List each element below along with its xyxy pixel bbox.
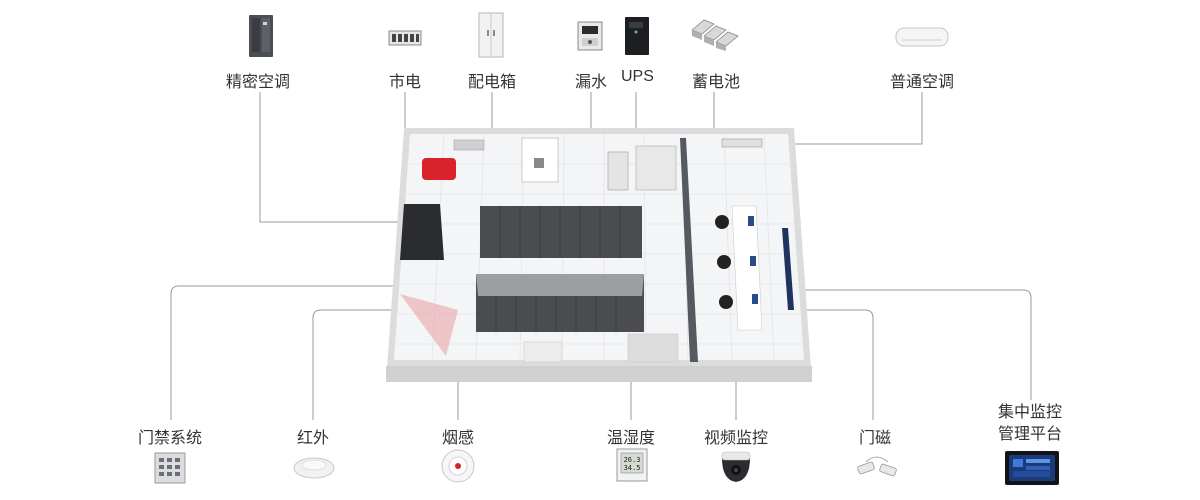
- monitor-screen-icon: [1005, 451, 1059, 485]
- rack-row-1: [480, 206, 642, 258]
- label-precision-ac: 精密空调: [226, 74, 291, 91]
- room-precision-ac: [400, 204, 444, 260]
- label-battery: 蓄电池: [692, 74, 741, 91]
- server-room-3d-view: [386, 128, 812, 382]
- label-ups: UPS: [621, 68, 654, 85]
- water-leak-detector-icon: [577, 21, 603, 51]
- label-platform-line1: 集中监控: [998, 404, 1063, 421]
- label-water-leak: 漏水: [575, 74, 608, 91]
- precision-air-conditioner-icon: [249, 15, 273, 57]
- fire-extinguisher-unit: [422, 158, 456, 180]
- infrared-coverage: [400, 294, 458, 356]
- line-general-ac: [762, 92, 923, 145]
- keypad-icon: [154, 452, 186, 484]
- humidity-reading: 34.5: [624, 464, 641, 472]
- line-platform: [796, 289, 1032, 400]
- dome-camera-icon: [721, 451, 751, 482]
- room-battery-rack: [635, 145, 677, 191]
- label-infrared: 红外: [297, 430, 330, 447]
- distribution-box-icon: [478, 12, 504, 58]
- label-platform-line2: 管理平台: [998, 426, 1063, 443]
- line-infrared: [312, 309, 432, 420]
- door-magnet-icon: [857, 456, 897, 477]
- wall-screen: [782, 228, 794, 310]
- ups-icon: [625, 17, 649, 55]
- label-access-control: 门禁系统: [138, 430, 203, 447]
- smoke-detector-icon: [441, 449, 475, 483]
- thermo-hygrometer-icon: 26.3 34.5: [616, 448, 648, 482]
- battery-icon: [691, 19, 739, 51]
- line-door-magnet: [718, 309, 874, 420]
- line-access-control: [170, 285, 398, 420]
- label-mains: 市电: [389, 74, 422, 91]
- label-distribution-box: 配电箱: [468, 74, 517, 91]
- label-smoke: 烟感: [442, 430, 475, 447]
- partition-wall: [680, 138, 698, 362]
- power-meter-icon: [388, 30, 422, 46]
- infrared-sensor-icon: [293, 457, 335, 479]
- label-platform: 集中监控 管理平台: [998, 402, 1062, 446]
- label-temp-humidity: 温湿度: [607, 430, 656, 447]
- label-video: 视频监控: [704, 430, 769, 447]
- temperature-reading: 26.3: [624, 456, 641, 464]
- line-precision-ac: [259, 92, 404, 223]
- label-general-ac: 普通空调: [890, 74, 955, 91]
- wall-air-conditioner-icon: [895, 27, 949, 47]
- label-door-magnet: 门磁: [859, 430, 892, 447]
